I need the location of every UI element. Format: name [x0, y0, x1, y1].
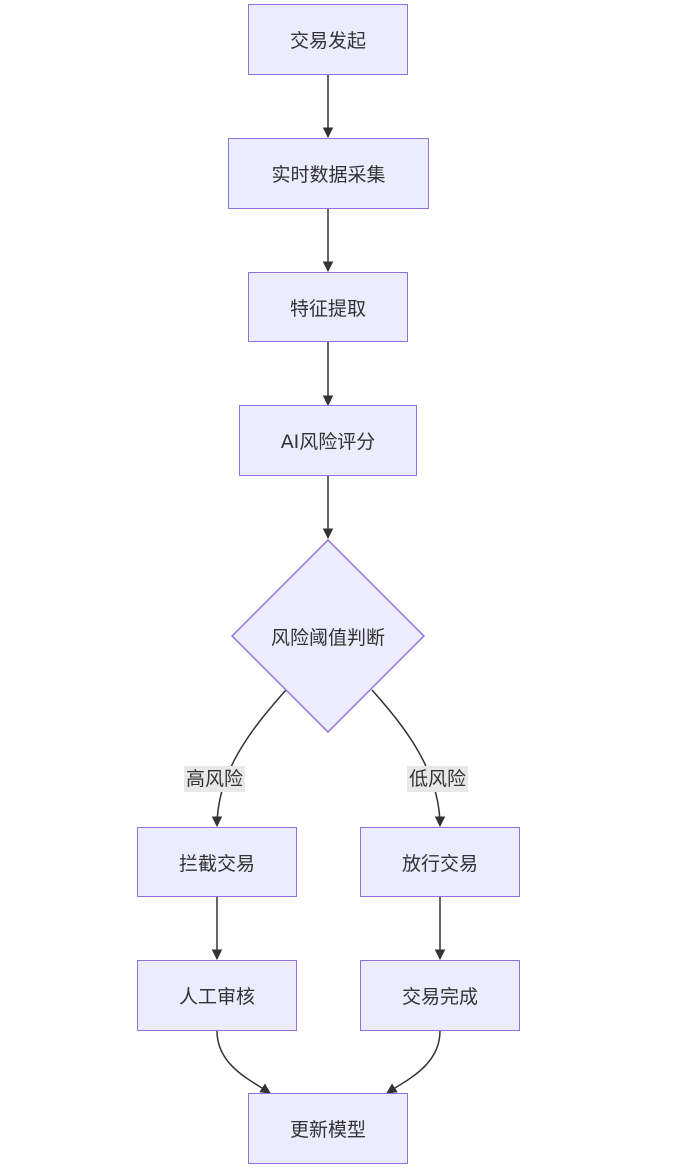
node-complete: 交易完成	[360, 960, 520, 1031]
node-review: 人工审核	[137, 960, 297, 1031]
edge-decision-to-release	[371, 689, 446, 828]
node-decision-label: 风险阈值判断	[270, 626, 385, 649]
node-block: 拦截交易	[137, 827, 297, 897]
node-extract-label: 特征提取	[289, 297, 366, 320]
node-decision: 风险阈值判断	[231, 539, 425, 733]
node-update-label: 更新模型	[289, 1119, 366, 1141]
node-review-label: 人工审核	[178, 986, 255, 1008]
node-update: 更新模型	[248, 1093, 408, 1164]
node-collect-label: 实时数据采集	[271, 164, 386, 186]
edge-review-to-update	[216, 1030, 271, 1094]
edge-label-low-text: 低风险	[409, 768, 467, 790]
node-extract: 特征提取	[248, 272, 408, 342]
node-collect: 实时数据采集	[228, 138, 429, 209]
node-score: AI风险评分	[239, 405, 417, 476]
node-start: 交易发起	[248, 4, 408, 75]
node-release: 放行交易	[360, 827, 520, 897]
node-start-label: 交易发起	[289, 30, 366, 52]
node-score-label: AI风险评分	[280, 431, 376, 453]
edge-complete-to-update	[386, 1030, 441, 1094]
edge-label-high: 高风险	[184, 766, 246, 792]
edge-decision-to-block	[211, 689, 287, 828]
node-complete-label: 交易完成	[401, 986, 478, 1008]
edge-label-high-text: 高风险	[186, 768, 244, 790]
decision-diamond	[231, 539, 425, 733]
node-release-label: 放行交易	[401, 852, 478, 875]
node-block-label: 拦截交易	[178, 852, 255, 875]
edge-label-low: 低风险	[407, 766, 469, 792]
